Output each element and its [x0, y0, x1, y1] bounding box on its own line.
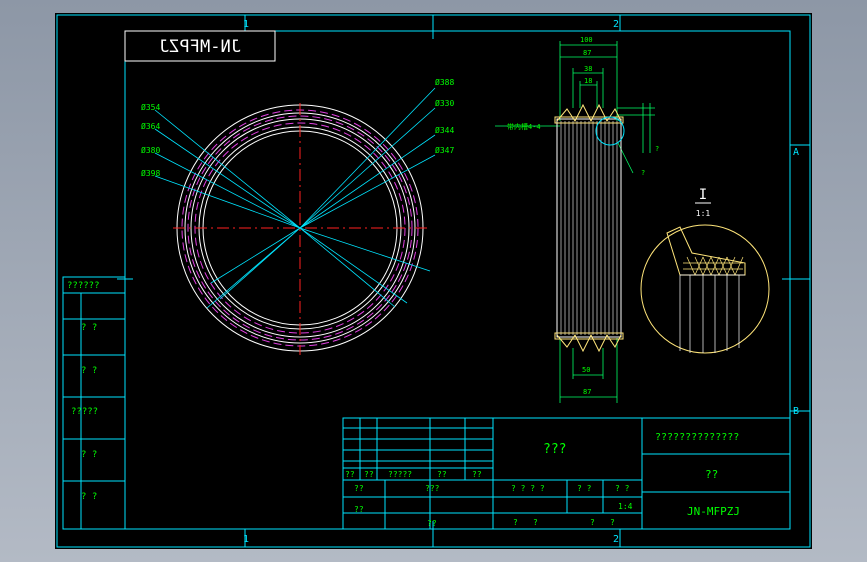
dim-label-d1: Ø354	[141, 102, 160, 112]
tb-sheet-d: ?	[610, 518, 615, 527]
detail-scale: 1:1	[696, 209, 711, 218]
tb-sheet-b: ?	[533, 518, 538, 527]
tb-left-label-2: ??	[364, 470, 374, 479]
tb-sheet-c: ?	[590, 518, 595, 527]
tb-drawing-name: ??	[705, 468, 718, 481]
tb-row2-label-2: ???	[425, 484, 440, 493]
tb-center-title: ???	[543, 442, 566, 457]
side-left-note: 带内槽4-4	[507, 122, 541, 131]
tb-left-label-3: ?????	[388, 470, 412, 479]
left-strip-label-6: ? ?	[81, 492, 97, 502]
tb-company: ??????????????	[655, 432, 739, 443]
left-strip-label-1: ??????	[67, 281, 100, 291]
dim-label-r4: Ø347	[435, 145, 454, 155]
left-strip-label-2: ? ?	[81, 323, 97, 333]
dim-label-d2: Ø364	[141, 121, 160, 131]
front-view: Ø354 Ø364 Ø380 Ø398 Ø388 Ø330 Ø344 Ø347	[141, 77, 454, 355]
dim-label-r3: Ø344	[435, 125, 454, 135]
drawing-canvas: 1 2 1 2 A B JN-MFPZJ ?????? ? ? ? ? ????…	[56, 14, 811, 548]
dim-label-r1: Ø388	[435, 77, 454, 87]
zone-label-bottom-2: 2	[613, 534, 619, 545]
tb-row4-label: ??	[427, 519, 437, 528]
side-right-dim: ?	[655, 145, 659, 153]
zone-label-top-2: 2	[613, 19, 619, 30]
tb-sheet-a: ?	[513, 518, 518, 527]
detail-title: I	[699, 187, 707, 203]
tb-scale-value: 1:4	[618, 502, 633, 511]
tb-left-label-1: ??	[345, 470, 355, 479]
dim-label-d3: Ø380	[141, 145, 160, 155]
dim-top-w1: 100	[580, 36, 593, 44]
dim-top-w2: 87	[583, 49, 591, 57]
dim-label-d4: Ø398	[141, 168, 160, 178]
dim-bot-w1: 50	[582, 366, 590, 374]
side-view: 100 87 38 18 50 87 带内槽4-4 ? ?	[495, 36, 659, 403]
left-strip-label-3: ? ?	[81, 366, 97, 376]
zone-label-top-1: 1	[243, 19, 249, 30]
code-box-text: JN-MFPZJ	[159, 37, 241, 57]
dim-top-w4: 18	[584, 77, 592, 85]
drawing-sheet: 1 2 1 2 A B JN-MFPZJ ?????? ? ? ? ? ????…	[55, 13, 812, 549]
tb-stage-label: ? ? ? ?	[511, 484, 545, 493]
code-box	[124, 30, 276, 62]
tb-scale-label: ? ?	[615, 484, 630, 493]
tb-left-label-4: ??	[437, 470, 447, 479]
tb-left-label-5: ??	[472, 470, 482, 479]
left-strip-label-4: ?????	[71, 407, 98, 417]
zone-label-right-a: A	[793, 147, 799, 158]
tb-drawing-code: JN-MFPZJ	[687, 505, 740, 518]
dim-top-w3: 38	[584, 65, 592, 73]
outer-border	[56, 14, 811, 548]
left-strip	[62, 276, 126, 530]
left-strip-label-5: ? ?	[81, 450, 97, 460]
zone-label-bottom-1: 1	[243, 534, 249, 545]
dim-label-r2: Ø330	[435, 98, 454, 108]
tb-row2-label-1: ??	[354, 484, 364, 493]
tb-weight-label: ? ?	[577, 484, 592, 493]
detail-callout-circle	[595, 116, 625, 146]
tb-row3-label: ??	[354, 505, 364, 514]
title-block	[342, 417, 791, 530]
dim-bot-w2: 87	[583, 388, 591, 396]
detail-view: I 1:1	[640, 187, 770, 354]
side-callout-mark: ?	[641, 169, 645, 177]
zone-label-right-b: B	[793, 406, 799, 417]
